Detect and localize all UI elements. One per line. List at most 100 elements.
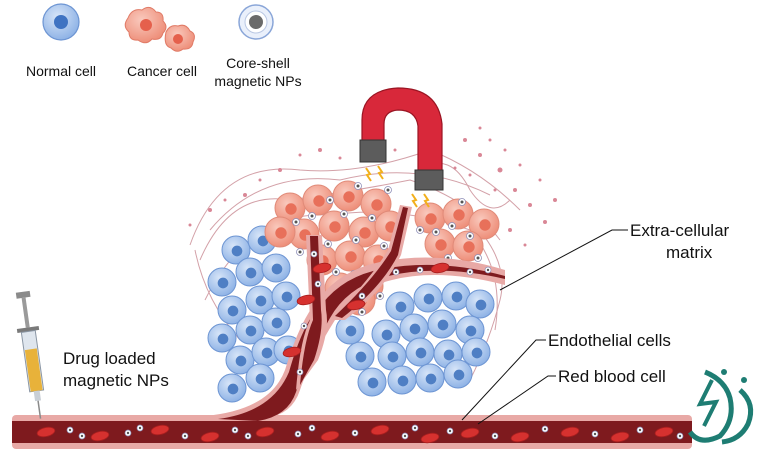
cancer-cell-icon [124, 6, 195, 52]
normal-cell [217, 295, 247, 325]
magnetic-nanoparticle [466, 268, 474, 276]
red-blood-cells [36, 250, 684, 444]
red-blood-cell [282, 346, 302, 358]
normal-cell [413, 283, 443, 313]
legend-normal-cell-label: Normal cell [25, 63, 96, 79]
normal-cell [261, 307, 291, 337]
magnetic-nanoparticle [354, 182, 362, 190]
magnetic-nanoparticle [432, 228, 440, 236]
legend-cancer-cell-label: Cancer cell [126, 63, 198, 79]
magnetic-nanoparticle [294, 430, 302, 438]
cancer-cell [334, 240, 366, 272]
magnetic-nanoparticle [292, 218, 300, 226]
cancer-cell [468, 208, 500, 240]
legend-core-shell-label-line1: Core-shell [226, 55, 290, 71]
legend-core-shell-label-line2: magnetic NPs [214, 73, 302, 89]
red-blood-cell [654, 426, 674, 438]
normal-cell [245, 363, 275, 393]
magnetic-nanoparticle [78, 432, 86, 440]
logo-icon [687, 369, 754, 445]
magnetic-nanoparticle [446, 427, 454, 435]
red-blood-cell [560, 426, 580, 438]
magnetic-nanoparticle [352, 236, 360, 244]
magnetic-nanoparticle [326, 196, 334, 204]
magnetic-nanoparticle [296, 248, 304, 256]
normal-cell [335, 315, 365, 345]
magnetic-nanoparticle [491, 432, 499, 440]
normal-cell [371, 319, 401, 349]
normal-cell [385, 291, 415, 321]
normal-cell [221, 235, 251, 265]
normal-cell [235, 257, 265, 287]
magnetic-nanoparticle [340, 210, 348, 218]
red-blood-cell [420, 432, 440, 444]
magnetic-nanoparticle [484, 266, 492, 274]
magnetic-nanoparticle [332, 268, 340, 276]
ecm-label-line2: matrix [666, 243, 713, 262]
magnetic-nanoparticle [411, 424, 419, 432]
magnetic-nanoparticle [351, 429, 359, 437]
red-blood-cell [200, 431, 220, 443]
normal-cell [225, 345, 255, 375]
magnetic-nanoparticle [296, 368, 304, 376]
magnetic-nanoparticle [124, 429, 132, 437]
magnetic-nanoparticle [458, 198, 466, 206]
red-blood-cell [312, 262, 332, 274]
normal-cell [441, 281, 471, 311]
callout-lines [461, 229, 628, 425]
magnetic-nanoparticle [358, 308, 366, 316]
magnetic-nanoparticle [310, 250, 318, 258]
red-blood-cell [346, 299, 366, 311]
red-blood-cell [296, 294, 316, 306]
drug-label-line1: Drug loaded [63, 349, 156, 368]
normal-cell [405, 337, 435, 367]
magnetic-nanoparticle [541, 425, 549, 433]
cancer-cell [264, 216, 296, 248]
normal-cell [357, 367, 387, 397]
syringe-icon [15, 290, 45, 419]
normal-cell [443, 359, 473, 389]
red-blood-cell [320, 430, 340, 442]
magnetic-nanoparticle [244, 432, 252, 440]
normal-cell-cluster-right [335, 281, 495, 397]
magnetic-nanoparticle [231, 426, 239, 434]
magnetic-nanoparticle [392, 268, 400, 276]
magnetic-nanoparticle [401, 432, 409, 440]
drug-label-line2: magnetic NPs [63, 371, 169, 390]
magnetic-nanoparticle [368, 214, 376, 222]
red-blood-cell [460, 427, 480, 439]
ecm-label-line1: Extra-cellular [630, 221, 730, 240]
magnetic-nanoparticle [380, 242, 388, 250]
normal-cell [271, 281, 301, 311]
magnetic-nanoparticle [474, 254, 482, 262]
magnetic-nanoparticle [136, 424, 144, 432]
magnetic-nanoparticle [66, 426, 74, 434]
magnetic-nanoparticle [308, 212, 316, 220]
magnetic-nanoparticle [384, 186, 392, 194]
magnetic-nanoparticle [324, 240, 332, 248]
magnetic-nanoparticle [676, 432, 684, 440]
cancer-cell [452, 230, 484, 262]
magnetic-nanoparticle [314, 280, 322, 288]
magnetic-nanoparticle [466, 232, 474, 240]
red-blood-cell [610, 431, 630, 443]
red-blood-cell [510, 431, 530, 443]
normal-cell [387, 365, 417, 395]
cancer-cell [424, 228, 456, 260]
red-blood-cell [90, 430, 110, 442]
magnetic-nanoparticle [416, 266, 424, 274]
normal-cell [461, 337, 491, 367]
normal-cell [207, 267, 237, 297]
normal-cell-icon [42, 3, 80, 41]
normal-cell [427, 309, 457, 339]
magnetic-nanoparticle [376, 292, 384, 300]
magnet-icon [359, 87, 444, 208]
red-blood-cell [370, 424, 390, 436]
magnetic-nanoparticle [308, 424, 316, 432]
core-shell-np-icon [238, 4, 274, 40]
normal-cell [465, 289, 495, 319]
cancer-cell [318, 210, 350, 242]
magnetic-nanoparticle [181, 432, 189, 440]
magnetic-nanoparticle [636, 426, 644, 434]
